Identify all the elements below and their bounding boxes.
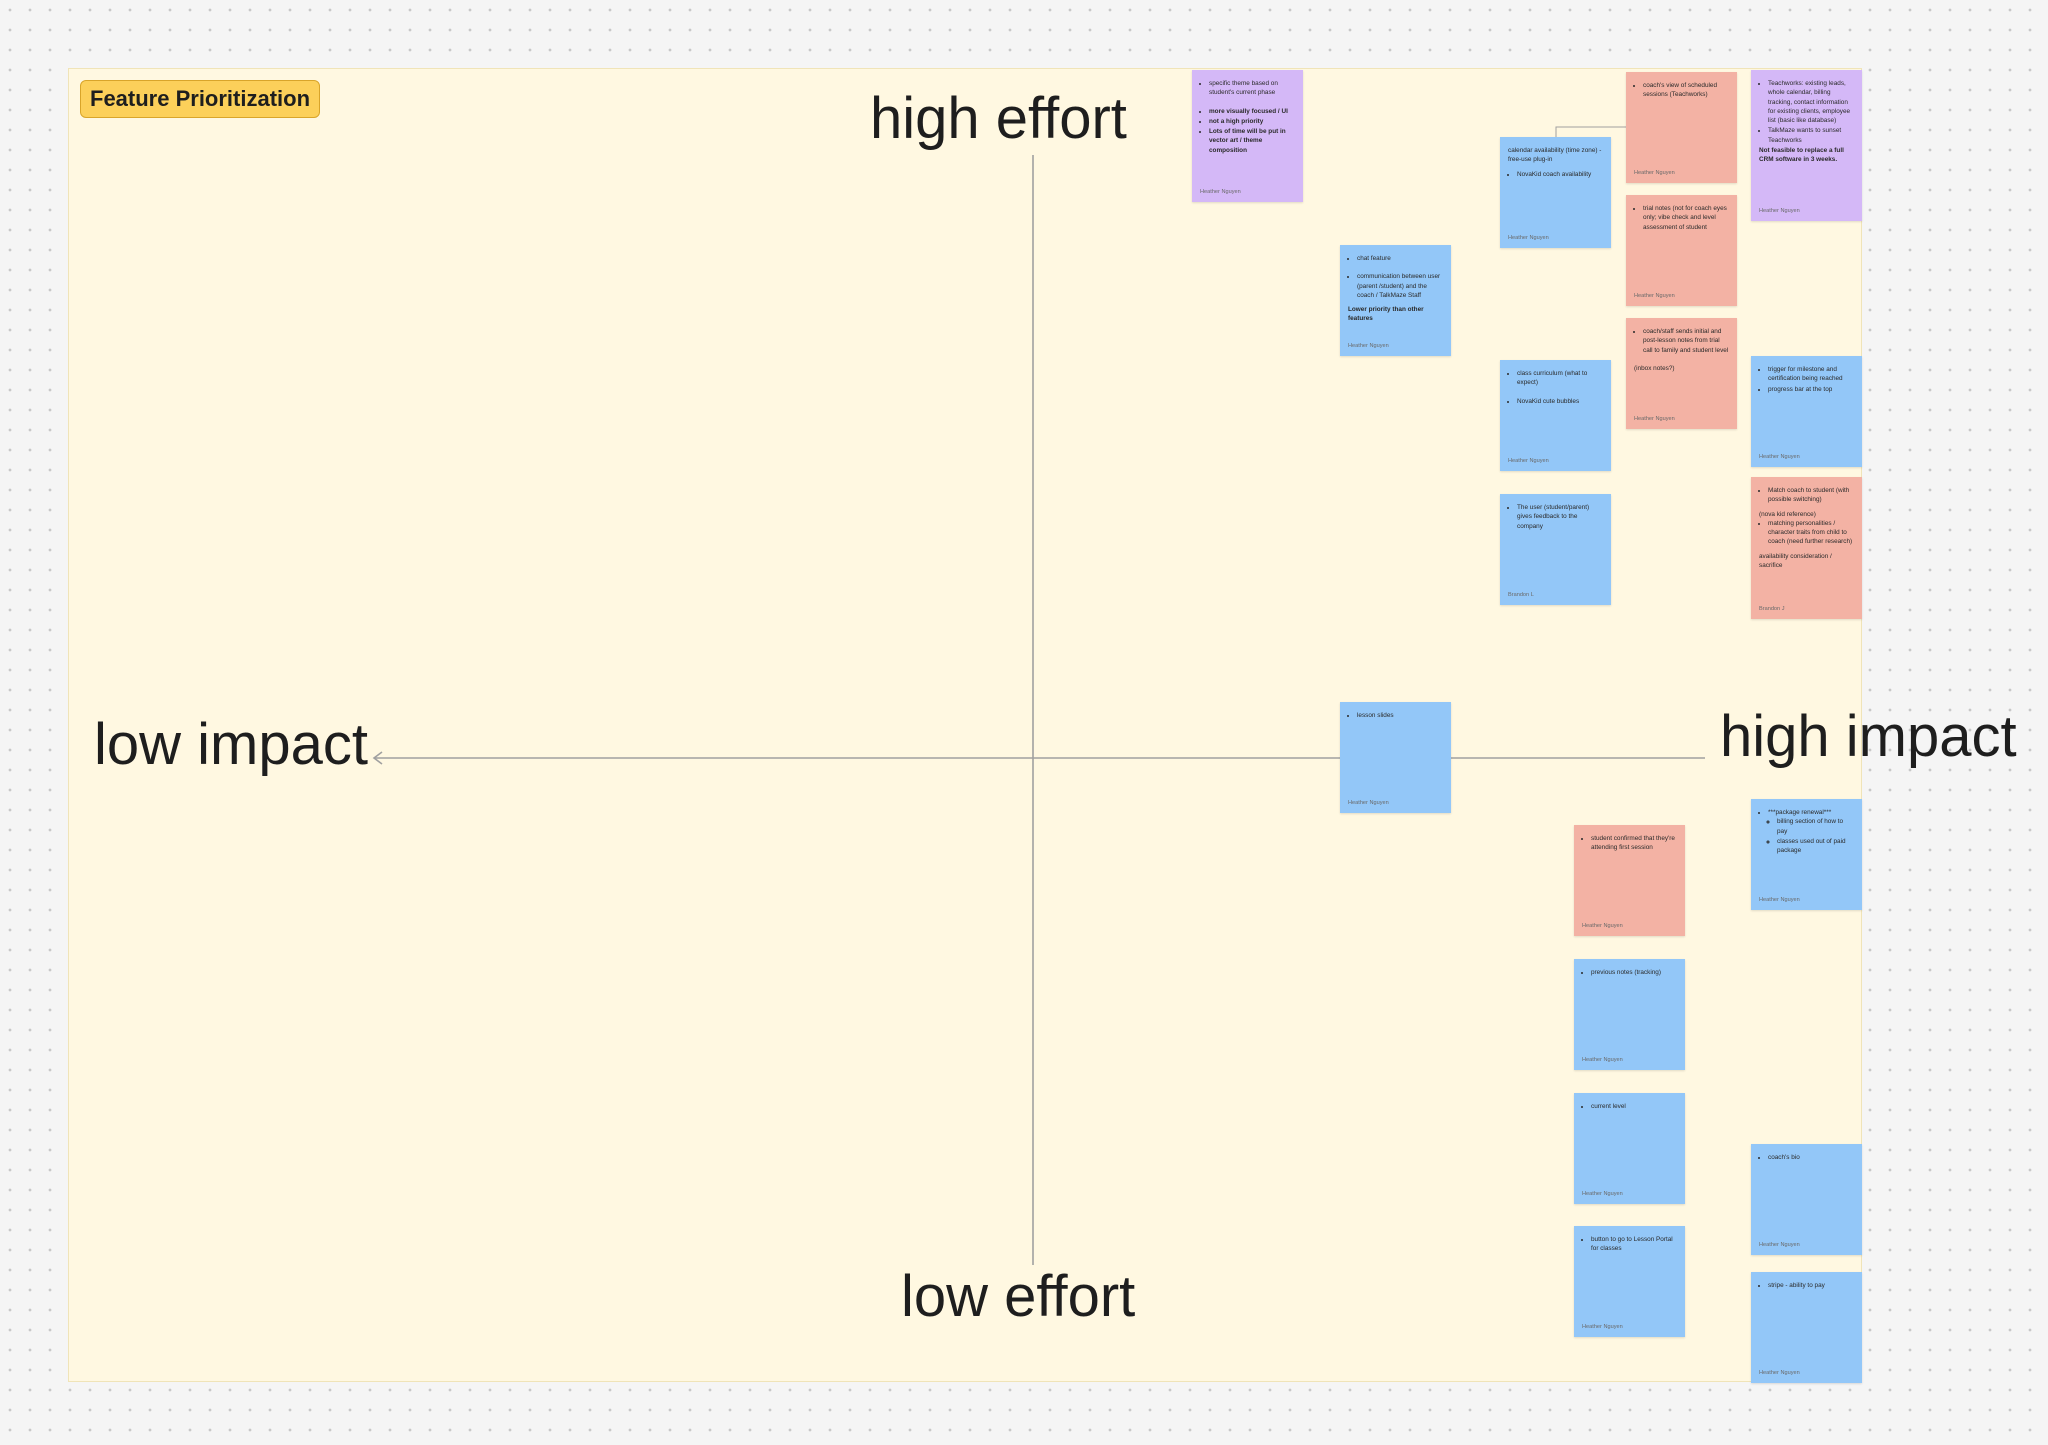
note-author: Brandon J bbox=[1759, 605, 1785, 612]
note-author: Heather Nguyen bbox=[1634, 415, 1675, 422]
axis-label-high-effort: high effort bbox=[870, 86, 1127, 151]
sticky-note-theme[interactable]: specific theme based on student's curren… bbox=[1192, 70, 1303, 202]
note-bullet: Match coach to student (with possible sw… bbox=[1768, 486, 1854, 505]
note-author: Heather Nguyen bbox=[1759, 207, 1800, 214]
sticky-note-staff-notes[interactable]: coach/staff sends initial and post-lesso… bbox=[1626, 318, 1737, 429]
sticky-note-current-level[interactable]: current level Heather Nguyen bbox=[1574, 1093, 1685, 1204]
note-bullet: Lots of time will be put in vector art /… bbox=[1209, 128, 1286, 154]
note-bullet: specific theme based on student's curren… bbox=[1209, 79, 1295, 98]
note-author: Heather Nguyen bbox=[1634, 169, 1675, 176]
note-author: Heather Nguyen bbox=[1508, 234, 1549, 241]
note-author: Heather Nguyen bbox=[1348, 342, 1389, 349]
note-author: Heather Nguyen bbox=[1759, 1241, 1800, 1248]
note-bullet: ***package renewal*** bbox=[1768, 809, 1832, 816]
note-author: Heather Nguyen bbox=[1508, 457, 1549, 464]
note-bullet: lesson slides bbox=[1357, 711, 1443, 720]
note-bullet: not a high priority bbox=[1209, 117, 1264, 125]
note-bullet: coach's view of scheduled sessions (Teac… bbox=[1643, 81, 1729, 100]
sticky-note-chat[interactable]: chat feature communication between user … bbox=[1340, 245, 1451, 356]
note-author: Heather Nguyen bbox=[1759, 1369, 1800, 1376]
note-bullet: previous notes (tracking) bbox=[1591, 968, 1677, 977]
note-bullet: coach/staff sends initial and post-lesso… bbox=[1643, 327, 1729, 355]
note-bullet: NovaKid cute bubbles bbox=[1517, 397, 1603, 406]
sticky-note-trigger[interactable]: trigger for milestone and certification … bbox=[1751, 356, 1862, 467]
sticky-note-curriculum[interactable]: class curriculum (what to expect) NovaKi… bbox=[1500, 360, 1611, 471]
note-text: Lower priority than other features bbox=[1348, 306, 1424, 323]
note-author: Heather Nguyen bbox=[1582, 1323, 1623, 1330]
note-author: Heather Nguyen bbox=[1582, 1190, 1623, 1197]
note-bullet: current level bbox=[1591, 1102, 1677, 1111]
note-bullet: stripe - ability to pay bbox=[1768, 1281, 1854, 1290]
sticky-note-previous-notes[interactable]: previous notes (tracking) Heather Nguyen bbox=[1574, 959, 1685, 1070]
sticky-note-lesson-slides[interactable]: lesson slides Heather Nguyen bbox=[1340, 702, 1451, 813]
note-bullet: TalkMaze wants to sunset Teachworks bbox=[1768, 126, 1854, 145]
section-title[interactable]: Feature Prioritization bbox=[80, 80, 321, 118]
sticky-note-stripe[interactable]: stripe - ability to pay Heather Nguyen bbox=[1751, 1272, 1862, 1383]
axis-label-high-impact: high impact bbox=[1720, 704, 2017, 769]
note-author: Heather Nguyen bbox=[1582, 922, 1623, 929]
sticky-note-coach-view[interactable]: coach's view of scheduled sessions (Teac… bbox=[1626, 72, 1737, 183]
note-author: Heather Nguyen bbox=[1200, 188, 1241, 195]
axis-label-low-effort: low effort bbox=[901, 1264, 1136, 1329]
note-bullet: The user (student/parent) gives feedback… bbox=[1517, 503, 1603, 531]
note-author: Heather Nguyen bbox=[1759, 453, 1800, 460]
note-author: Brandon L bbox=[1508, 591, 1534, 598]
note-bullet: class curriculum (what to expect) bbox=[1517, 369, 1603, 388]
note-bullet: Teachworks: existing leads, whole calend… bbox=[1768, 79, 1854, 125]
sticky-note-calendar[interactable]: calendar availability (time zone) - free… bbox=[1500, 137, 1611, 248]
note-bullet: trial notes (not for coach eyes only; vi… bbox=[1643, 204, 1729, 232]
note-text: Not feasible to replace a full CRM softw… bbox=[1759, 146, 1844, 164]
note-bullet: coach's bio bbox=[1768, 1153, 1854, 1162]
note-author: Heather Nguyen bbox=[1348, 799, 1389, 806]
note-bullet: progress bar at the top bbox=[1768, 385, 1854, 394]
note-bullet: student confirmed that they're attending… bbox=[1591, 834, 1677, 853]
note-bullet: matching personalities / character trait… bbox=[1768, 519, 1854, 547]
sticky-note-match[interactable]: Match coach to student (with possible sw… bbox=[1751, 477, 1862, 619]
note-sub-bullet: billing section of how to pay bbox=[1777, 817, 1854, 836]
connector-line bbox=[1555, 126, 1626, 137]
note-bullet: button to go to Lesson Portal for classe… bbox=[1591, 1235, 1677, 1254]
note-bullet: NovaKid coach availability bbox=[1517, 170, 1603, 179]
note-text: calendar availability (time zone) - free… bbox=[1508, 147, 1602, 164]
sticky-note-feedback[interactable]: The user (student/parent) gives feedback… bbox=[1500, 494, 1611, 605]
sticky-note-trial-notes[interactable]: trial notes (not for coach eyes only; vi… bbox=[1626, 195, 1737, 306]
note-author: Heather Nguyen bbox=[1634, 292, 1675, 299]
note-author: Heather Nguyen bbox=[1582, 1056, 1623, 1063]
sticky-note-confirmed[interactable]: student confirmed that they're attending… bbox=[1574, 825, 1685, 936]
note-text: (inbox notes?) bbox=[1634, 364, 1675, 372]
note-author: Heather Nguyen bbox=[1759, 896, 1800, 903]
arrow-left-icon bbox=[372, 751, 383, 765]
sticky-note-lesson-portal[interactable]: button to go to Lesson Portal for classe… bbox=[1574, 1226, 1685, 1337]
axis-label-low-impact: low impact bbox=[94, 712, 368, 777]
board-section[interactable] bbox=[68, 68, 1862, 1382]
note-sub-bullet: classes used out of paid package bbox=[1777, 837, 1854, 856]
sticky-note-coach-bio[interactable]: coach's bio Heather Nguyen bbox=[1751, 1144, 1862, 1255]
note-bullet: chat feature bbox=[1357, 254, 1443, 263]
sticky-note-teachworks[interactable]: Teachworks: existing leads, whole calend… bbox=[1751, 70, 1862, 221]
sticky-note-package-renewal[interactable]: ***package renewal*** billing section of… bbox=[1751, 799, 1862, 910]
note-bullet: trigger for milestone and certification … bbox=[1768, 365, 1854, 384]
note-bullet: communication between user (parent /stud… bbox=[1357, 272, 1443, 300]
note-bullet: more visually focused / UI bbox=[1209, 107, 1288, 115]
note-text: availability consideration / sacrifice bbox=[1759, 552, 1832, 569]
note-text: (nova kid reference) bbox=[1759, 510, 1816, 518]
